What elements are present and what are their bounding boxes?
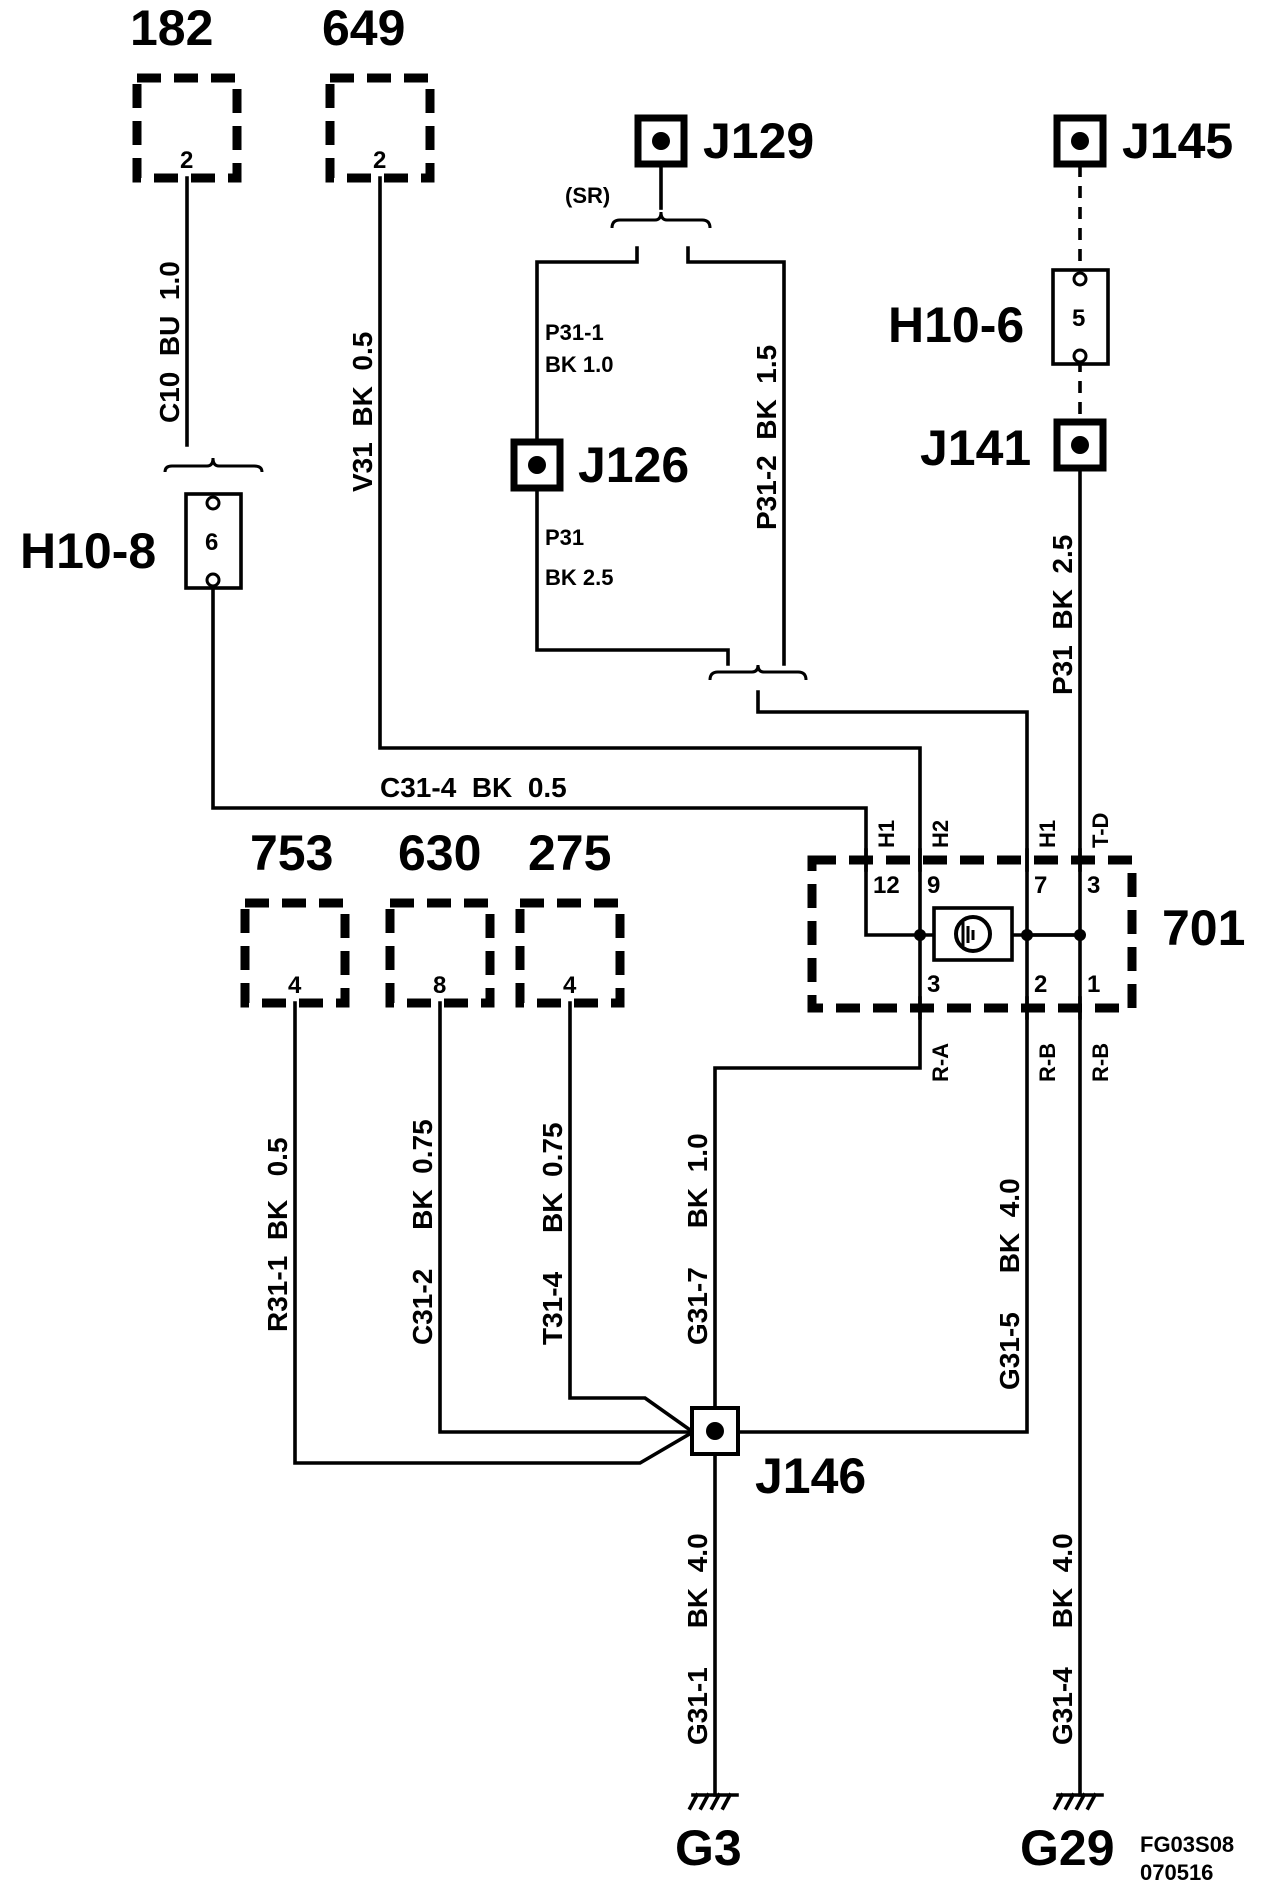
tag-701-rb-a: R-B [1035, 1043, 1060, 1082]
splice-j146-label: J146 [755, 1448, 866, 1504]
splice-j141-label: J141 [920, 420, 1031, 476]
wire-label-c10: C10 BU 1.0 [154, 261, 185, 423]
splice-j141: J141 [920, 418, 1107, 476]
tag-701-rb-b: R-B [1088, 1043, 1113, 1082]
connector-h10-8: 6 H10-8 [20, 492, 243, 590]
wire-p31-1 [535, 246, 639, 460]
tag-701-h1-a: H1 [874, 820, 899, 848]
component-701-label: 701 [1162, 900, 1245, 956]
component-753-pin: 4 [288, 972, 302, 999]
wire-label-p31-1-b: BK 1.0 [545, 352, 613, 377]
wire-t31-4 [568, 1001, 696, 1435]
component-630-label: 630 [398, 825, 481, 881]
tag-701-h1-b: H1 [1035, 820, 1060, 848]
ground-g3-label: G3 [675, 1820, 742, 1876]
wire-v31 [378, 176, 922, 937]
pin-701-3: 3 [927, 971, 940, 998]
wire-r31-1 [293, 1001, 696, 1465]
splice-j126: J126 [510, 437, 689, 493]
splice-j145-label: J145 [1122, 113, 1233, 169]
component-182: 182 2 [130, 0, 242, 183]
wire-label-r31-1: R31-1 BK 0.5 [262, 1137, 293, 1332]
component-753-label: 753 [250, 825, 333, 881]
sr-option-bracket: (SR) [565, 183, 712, 229]
wire-label-p31-right: P31 BK 2.5 [1047, 535, 1078, 695]
bracket-h10-8 [163, 457, 264, 473]
pin-701-12: 12 [873, 872, 900, 899]
wire-label-c31-4: C31-4 BK 0.5 [380, 772, 567, 803]
sr-label: (SR) [565, 183, 610, 208]
connector-h10-8-pin: 6 [205, 529, 218, 556]
component-649-label: 649 [322, 0, 405, 56]
pin-701-7: 7 [1034, 872, 1047, 899]
connector-h10-6-pin: 5 [1072, 305, 1085, 332]
wire-label-v31: V31 BK 0.5 [347, 332, 378, 492]
wire-label-p31-b: BK 2.5 [545, 565, 613, 590]
wire-p31 [535, 486, 730, 666]
wire-g31-5 [738, 933, 1029, 1434]
splice-j146: J146 [690, 1406, 866, 1504]
pin-701-2: 2 [1034, 971, 1047, 998]
bracket-p31-join [708, 664, 808, 681]
wire-p31-2 [686, 246, 786, 666]
ground-symbol-icon [954, 915, 992, 953]
component-275-pin: 4 [563, 972, 577, 999]
ground-g29: G29 [1020, 1792, 1115, 1876]
component-630-pin: 8 [433, 972, 446, 999]
component-275-label: 275 [528, 825, 611, 881]
figure-id-line2: 070516 [1140, 1860, 1213, 1885]
wire-label-p31-2: P31-2 BK 1.5 [751, 345, 782, 530]
tag-701-td: T-D [1088, 813, 1113, 848]
connector-h10-6: 5 H10-6 [888, 268, 1110, 366]
component-182-pin: 2 [180, 147, 193, 174]
wire-label-g31-7: G31-7 BK 1.0 [682, 1133, 713, 1345]
connector-h10-6-label: H10-6 [888, 297, 1024, 353]
pin-701-9: 9 [927, 872, 940, 899]
figure-id-line1: FG03S08 [1140, 1832, 1234, 1857]
splice-j129-label: J129 [703, 113, 814, 169]
component-649-pin: 2 [373, 147, 386, 174]
component-649: 649 2 [322, 0, 435, 183]
splice-j129: J129 [634, 113, 814, 169]
component-275: 275 4 [515, 825, 625, 1008]
wire-label-p31-a: P31 [545, 525, 584, 550]
wire-label-g31-1: G31-1 BK 4.0 [682, 1533, 713, 1745]
chassis-ground-icon [687, 1792, 739, 1811]
pin-701-3-top: 3 [1087, 872, 1100, 899]
wire-label-g31-5: G31-5 BK 4.0 [994, 1178, 1025, 1390]
component-630: 630 8 [385, 825, 495, 1008]
connector-h10-8-label: H10-8 [20, 523, 156, 579]
wire-label-p31-1-a: P31-1 [545, 320, 604, 345]
wire-c31-4 [211, 582, 922, 937]
wire-label-g31-4: G31-4 BK 4.0 [1047, 1533, 1078, 1745]
wire-label-t31-4: T31-4 BK 0.75 [537, 1122, 568, 1345]
chassis-ground-icon [1052, 1792, 1104, 1811]
component-701: 701 12 9 7 3 3 2 1 H1 H2 H1 T-D R-A R-B … [807, 813, 1245, 1082]
component-182-label: 182 [130, 0, 213, 56]
wire-label-c31-2: C31-2 BK 0.75 [407, 1119, 438, 1345]
ground-g29-label: G29 [1020, 1820, 1115, 1876]
component-753: 753 4 [240, 825, 350, 1008]
wire-c31-2 [438, 1001, 695, 1434]
tag-701-ra: R-A [928, 1043, 953, 1082]
pin-701-1: 1 [1087, 971, 1100, 998]
splice-j126-label: J126 [578, 437, 689, 493]
tag-701-h2: H2 [928, 820, 953, 848]
ground-g3: G3 [675, 1792, 742, 1876]
splice-j145: J145 [1053, 113, 1233, 169]
